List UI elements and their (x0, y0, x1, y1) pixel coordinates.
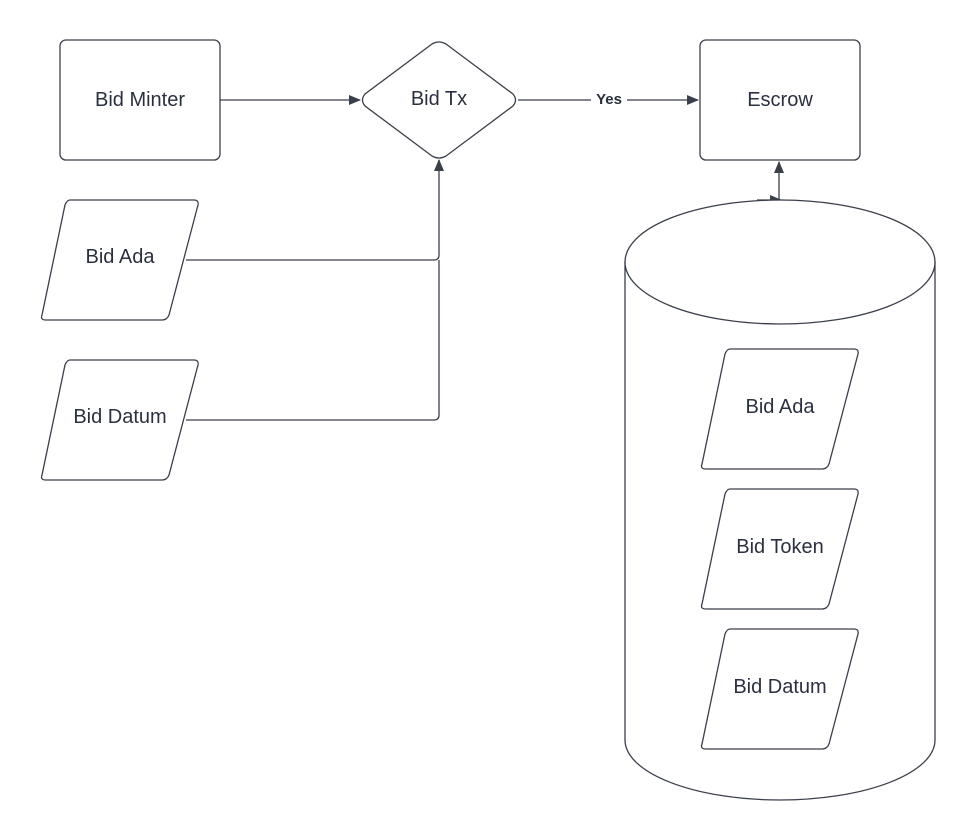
bid-minter-node[interactable]: Bid Minter (59, 39, 221, 161)
bid-ada-input-node[interactable]: Bid Ada (40, 199, 199, 321)
edge-label-bg (591, 90, 627, 108)
escrow-bid-datum-node[interactable]: Bid Datum (700, 628, 859, 750)
escrow-bid-token-label: Bid Token (736, 536, 823, 558)
escrow-bid-token-node[interactable]: Bid Token (700, 488, 859, 610)
bid-tx-label: Bid Tx (411, 88, 467, 110)
edge-datum-to-tx (186, 260, 440, 421)
bid-minter-label: Bid Minter (95, 89, 185, 111)
escrow-label: Escrow (747, 89, 813, 111)
escrow-node[interactable]: Escrow (699, 39, 861, 161)
edge-ada-to-tx (186, 159, 444, 261)
escrow-bid-datum-label: Bid Datum (733, 676, 826, 698)
escrow-bid-ada-node[interactable]: Bid Ada (700, 348, 859, 470)
bid-datum-input-label: Bid Datum (73, 406, 166, 428)
bid-ada-input-label: Bid Ada (86, 246, 156, 268)
bid-tx-decision[interactable]: Bid Tx (361, 41, 517, 159)
edge-label-yes: Yes (596, 91, 622, 108)
escrow-bid-ada-label: Bid Ada (746, 396, 816, 418)
bid-datum-input-node[interactable]: Bid Datum (40, 359, 199, 481)
